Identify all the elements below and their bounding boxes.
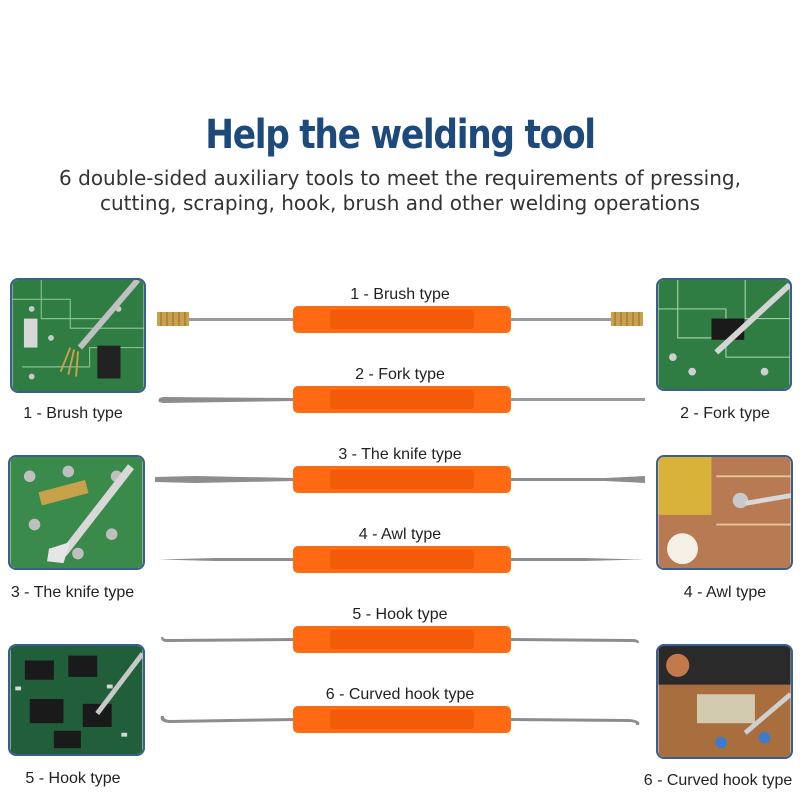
tool-label-hook: 5 - Hook type: [352, 606, 448, 623]
page-title: Help the welding tool: [205, 112, 596, 158]
tool-brush: [155, 300, 645, 340]
caption-fork: 2 - Fork type: [680, 405, 770, 422]
tool-label-awl: 4 - Awl type: [358, 526, 442, 543]
photo-hook-use: [8, 644, 145, 756]
tool-label-curved-hook: 6 - Curved hook type: [325, 686, 475, 703]
tool-awl: [155, 540, 645, 580]
tool-label-brush: 1 - Brush type: [350, 286, 450, 303]
tool-curved-hook: [155, 700, 645, 740]
awl-tip-icon: [159, 558, 295, 561]
page-subtitle: 6 double-sided auxiliary tools to meet t…: [0, 166, 800, 216]
photo-curved-hook-use: [656, 644, 793, 759]
tool-knife: [155, 460, 645, 500]
tool-label-fork: 2 - Fork type: [355, 366, 445, 383]
caption-curved-hook: 6 - Curved hook type: [643, 772, 793, 789]
caption-brush: 1 - Brush type: [23, 405, 123, 422]
tool-hook: [155, 620, 645, 660]
knife-tip-icon: [155, 476, 295, 483]
curved-hook-tip-icon: [160, 716, 295, 723]
photo-brush-use: [10, 278, 146, 393]
photo-knife-use: [8, 455, 145, 570]
photo-awl-use: [656, 455, 793, 570]
subtitle-line-1: 6 double-sided auxiliary tools to meet t…: [59, 166, 741, 190]
brush-tip-icon: [157, 312, 643, 326]
fork-tip-icon: [158, 397, 295, 403]
caption-awl: 4 - Awl type: [683, 584, 767, 601]
caption-hook: 5 - Hook type: [25, 770, 121, 787]
tool-fork: [155, 380, 645, 420]
hook-tip-icon: [161, 637, 295, 642]
caption-knife: 3 - The knife type: [10, 584, 135, 601]
subtitle-line-2: cutting, scraping, hook, brush and other…: [100, 191, 700, 215]
photo-fork-use: [656, 278, 792, 391]
tool-label-knife: 3 - The knife type: [338, 446, 462, 463]
